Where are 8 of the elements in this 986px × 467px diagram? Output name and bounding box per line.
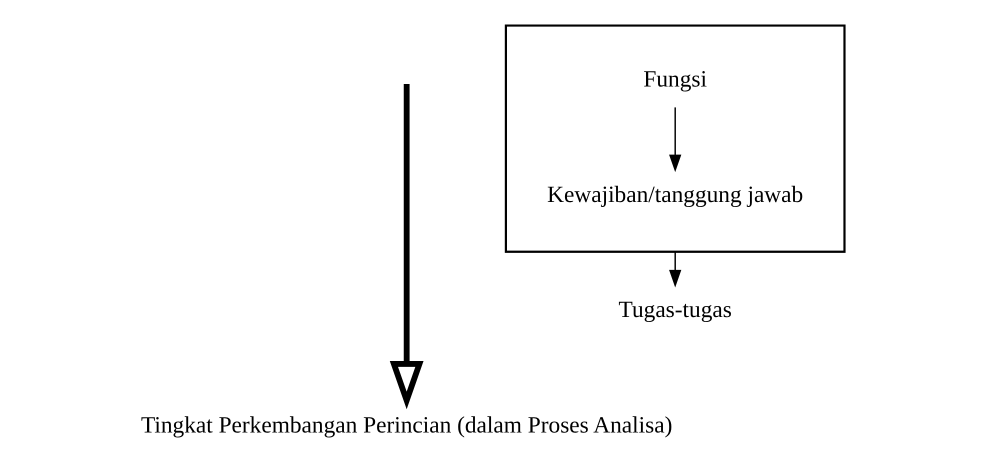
node-text: Tingkat Perkembangan Perincian (dalam Proses Analisa)	[140, 412, 672, 438]
node-text: Kewajiban/tanggung jawab	[546, 182, 803, 208]
cluster	[504, 24, 846, 253]
arrow	[668, 252, 681, 288]
arrow	[389, 84, 424, 410]
node-text: Fungsi	[642, 66, 706, 93]
node-text: Tugas-tugas	[618, 297, 732, 324]
arrow	[668, 107, 681, 172]
